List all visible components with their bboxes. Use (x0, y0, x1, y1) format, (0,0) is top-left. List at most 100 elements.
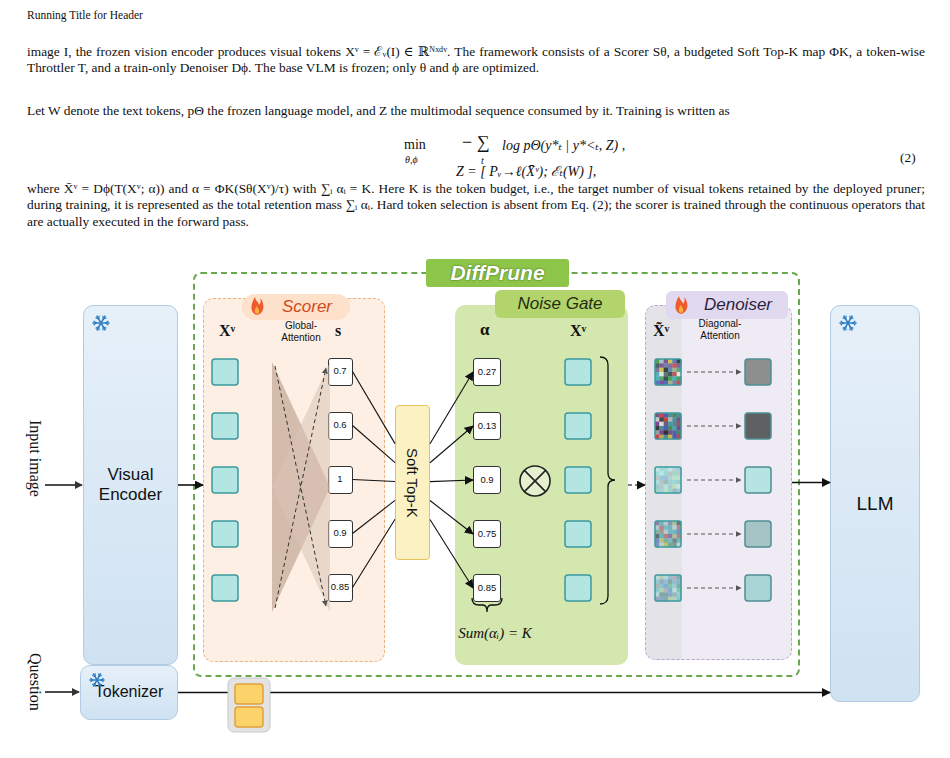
noise-cell (672, 588, 677, 593)
noise-cell (655, 476, 660, 481)
snowflake-branch (91, 680, 93, 682)
multiply-cross (524, 470, 545, 491)
noise-cell (668, 376, 673, 381)
noise-cell (659, 543, 664, 548)
visual-token (212, 359, 238, 385)
connector (430, 426, 473, 463)
noise-cell (655, 588, 660, 593)
noise-cell (664, 579, 669, 584)
equation-part: log pΘ(y*ₜ | y*<ₜ, Z) , (502, 137, 625, 154)
noise-cell (655, 376, 660, 381)
noise-cell (664, 476, 669, 481)
noise-cell (664, 359, 669, 364)
equation-part: − ∑ (462, 132, 489, 153)
noise-cell (672, 484, 677, 489)
noise-cell (672, 579, 677, 584)
trainable-icon (675, 296, 687, 314)
denoised-token (745, 575, 771, 601)
denoised-token (745, 521, 771, 547)
noise-cell (655, 381, 660, 386)
noise-cell (659, 530, 664, 535)
noise-cell (677, 538, 682, 543)
noise-cell (672, 426, 677, 431)
noisy-token (655, 467, 681, 493)
frozen-icon (840, 316, 856, 330)
llm-box: LLM (830, 305, 920, 702)
connector (792, 482, 830, 484)
multiply-cross (524, 470, 545, 491)
snowflake-arm (94, 674, 101, 686)
alpha-box: 0.9 (473, 466, 501, 494)
noise-cell (672, 480, 677, 485)
noise-cell (668, 538, 673, 543)
snowflake-arm (94, 674, 101, 686)
noise-cell (668, 467, 673, 472)
noise-cell (655, 530, 660, 535)
noise-cell (655, 484, 660, 489)
noise-cell (655, 597, 660, 602)
noise-cell (672, 471, 677, 476)
connector (353, 500, 396, 533)
visual-token (565, 467, 591, 493)
diagonal-link (687, 371, 741, 372)
tokenizer-box: Tokenizer (80, 665, 178, 720)
noise-cell (668, 530, 673, 535)
score-box: 0.9 (328, 520, 353, 548)
noise-cell (668, 417, 673, 422)
snowflake-branch (96, 317, 99, 319)
node-label: Soft Top-K (404, 448, 421, 518)
noise-gate-module: 0.270.130.90.750.85Noise Gate (455, 305, 628, 665)
noise-cell (664, 471, 669, 476)
score-value: 0.13 (478, 421, 497, 432)
noise-cell (672, 359, 677, 364)
noise-cell (677, 467, 682, 472)
noise-cell (659, 489, 664, 494)
score-value: 0.7 (333, 366, 346, 377)
text-token-group (228, 678, 270, 732)
noise-cell (677, 368, 682, 373)
noise-cell (659, 435, 664, 440)
score-box: 1 (328, 466, 353, 494)
noisy-token (655, 521, 681, 547)
visual-token (565, 575, 591, 601)
noise-cell (655, 426, 660, 431)
noise-cell (677, 579, 682, 584)
flame-shape (251, 297, 263, 315)
noise-cell (668, 476, 673, 481)
input-label: Input image (26, 420, 44, 497)
noise-cell (655, 413, 660, 418)
snowflake-branch (102, 327, 104, 330)
attention-shade (272, 362, 330, 612)
noise-cell (659, 413, 664, 418)
noise-cell (655, 592, 660, 597)
noise-cell (664, 484, 669, 489)
noise-cell (672, 584, 677, 589)
noise-cell (659, 534, 664, 539)
noise-cell (672, 381, 677, 386)
snowflake-branch (845, 327, 847, 330)
snowflake-branch (93, 683, 95, 685)
score-value: 0.75 (478, 529, 497, 540)
noise-cell (655, 422, 660, 427)
noise-cell (668, 422, 673, 427)
framework-frame: 0.70.610.90.85ScorerSoft Top-K0.270.130.… (193, 272, 800, 677)
diagonal-link (687, 479, 741, 480)
snowflake-branch (102, 316, 104, 319)
equation-subscript: θ,ϕ (405, 154, 418, 165)
noise-cell (668, 588, 673, 593)
visual-token (212, 521, 238, 547)
noise-cell (677, 530, 682, 535)
noise-cell (659, 579, 664, 584)
body-paragraph: where X̄ᵛ = Dϕ(T(Xᵛ; α)) and α = ΦK(Sθ(X… (27, 181, 925, 230)
module-heading: Noise Gate (495, 290, 625, 318)
noise-cell (668, 430, 673, 435)
noise-cell (668, 592, 673, 597)
token-outline (655, 359, 681, 385)
alpha-box: 0.13 (473, 412, 501, 440)
snowflake-branch (98, 684, 100, 686)
denoised-token (745, 413, 771, 439)
noise-cell (668, 368, 673, 373)
snowflake-arm (97, 316, 105, 330)
noise-cell (664, 430, 669, 435)
noise-cell (672, 422, 677, 427)
